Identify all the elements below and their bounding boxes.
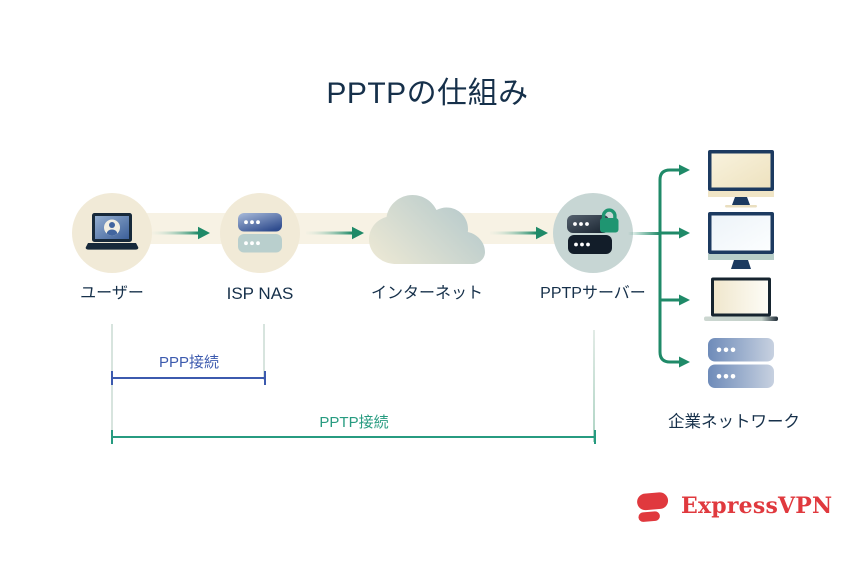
locked-server-icon bbox=[567, 208, 619, 254]
page-title: PPTPの仕組み bbox=[326, 77, 529, 110]
ppp-connection-label: PPP接続 bbox=[158, 354, 219, 371]
pptp-connection-label: PPTP接続 bbox=[319, 414, 389, 431]
pptp-bracket-tick-right bbox=[594, 430, 596, 444]
internet-label: インターネット bbox=[370, 285, 483, 302]
expressvpn-wordmark: ExpressVPN bbox=[681, 493, 833, 519]
ppp-bracket-tick-left bbox=[111, 371, 113, 385]
dropline-isp bbox=[263, 324, 265, 380]
dropline-pptp bbox=[593, 330, 595, 442]
desktop-monitor-icon bbox=[708, 150, 774, 208]
lock-icon bbox=[600, 208, 619, 233]
isp-nas-node bbox=[220, 193, 300, 273]
corporate-network-label: 企業ネットワーク bbox=[668, 413, 800, 431]
user-node bbox=[72, 193, 152, 273]
pptp-server-label: PPTPサーバー bbox=[540, 285, 646, 302]
arrow-internet-to-pptp-icon bbox=[490, 226, 548, 240]
laptop-user-icon bbox=[85, 213, 139, 250]
pptp-bracket-line bbox=[112, 436, 596, 438]
network-branch-lines bbox=[658, 164, 690, 368]
avatar-icon bbox=[106, 222, 118, 236]
user-label: ユーザー bbox=[80, 285, 144, 302]
expressvpn-logo: ExpressVPN bbox=[636, 489, 832, 523]
ppp-bracket-line bbox=[112, 377, 266, 379]
server-stack-icon bbox=[708, 338, 774, 388]
isp-nas-label: ISP NAS bbox=[226, 284, 294, 303]
pptp-bracket-tick-left bbox=[111, 430, 113, 444]
arrow-isp-to-internet-icon bbox=[306, 226, 364, 240]
cloud-icon bbox=[369, 195, 485, 264]
expressvpn-mark-icon bbox=[637, 492, 669, 522]
arrow-user-to-isp-icon bbox=[152, 226, 210, 240]
pptp-to-network-connector bbox=[628, 231, 660, 235]
laptop-icon bbox=[704, 277, 778, 321]
server-stack-icon bbox=[238, 213, 282, 253]
connection-band bbox=[112, 213, 604, 244]
ppp-bracket-tick-right bbox=[264, 371, 266, 385]
pptp-server-node bbox=[553, 193, 633, 273]
desktop-monitor-icon bbox=[708, 212, 774, 269]
